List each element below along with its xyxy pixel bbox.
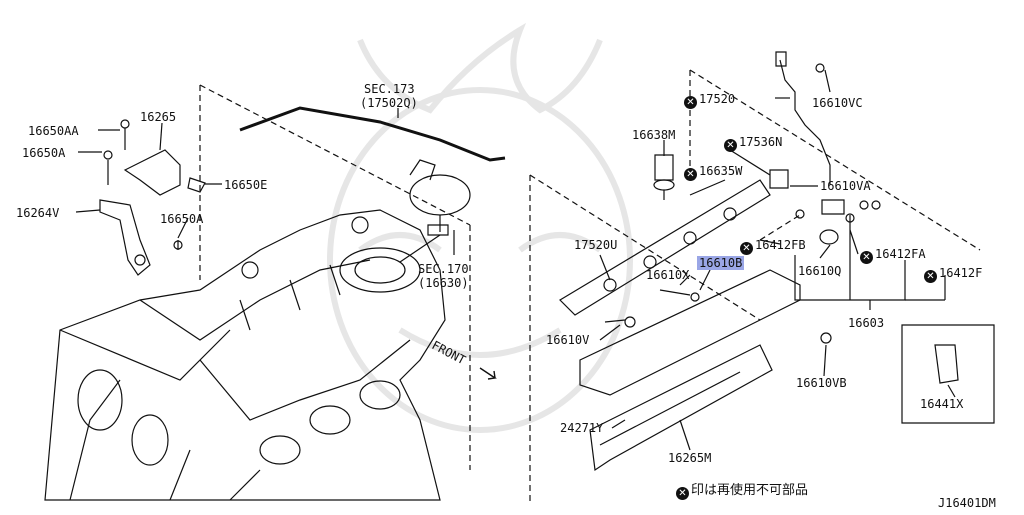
label-sec173: SEC.173 — [364, 82, 415, 96]
non-reusable-marker-icon: ✕ — [860, 251, 873, 264]
label-16650A-bottom: 16650A — [160, 212, 204, 226]
label-16610X: 16610X — [646, 268, 690, 282]
label-16610VA: 16610VA — [820, 179, 871, 193]
bracket-assembly — [100, 120, 205, 275]
label-sec173-ref: (17502Q) — [360, 96, 418, 110]
label-16412FB: ✕16412FB — [740, 238, 806, 255]
label-16650A-top: 16650A — [22, 146, 66, 160]
label-16610Q: 16610Q — [798, 264, 842, 278]
label-16603: 16603 — [848, 316, 885, 330]
label-16412F: ✕16412F — [924, 266, 982, 283]
fuel-rail — [560, 180, 770, 315]
legend-note-text: 印は再使用不可部品 — [691, 483, 809, 498]
label-16638M: 16638M — [632, 128, 676, 142]
non-reusable-marker-icon: ✕ — [684, 168, 697, 181]
label-16264V: 16264V — [16, 206, 60, 220]
pressure-sensor — [654, 155, 674, 200]
non-reusable-marker-icon: ✕ — [684, 96, 697, 109]
label-sec170-ref: (16630) — [418, 276, 469, 290]
sensor-harness — [770, 52, 830, 188]
label-16650AA: 16650AA — [28, 124, 79, 138]
label-16650E: 16650E — [224, 178, 268, 192]
label-16610VC: 16610VC — [812, 96, 863, 110]
non-reusable-marker-icon: ✕ — [724, 139, 737, 152]
watermark-emblem — [330, 30, 630, 430]
label-16412FA: ✕16412FA — [860, 247, 926, 264]
label-16265: 16265 — [140, 110, 177, 124]
diagram-id: J16401DM — [938, 496, 996, 510]
pump-assembly — [410, 160, 470, 235]
heat-shield — [590, 345, 772, 470]
non-reusable-marker-icon: ✕ — [676, 487, 689, 500]
label-16635W: ✕16635W — [684, 164, 742, 181]
engine-block — [45, 210, 445, 500]
legend-note: ✕印は再使用不可部品 — [676, 484, 808, 500]
label-16610V: 16610V — [546, 333, 590, 347]
non-reusable-marker-icon: ✕ — [924, 270, 937, 283]
label-sec170: SEC.170 — [418, 262, 469, 276]
label-24271Y: 24271Y — [560, 421, 604, 435]
label-17520U: 17520U — [574, 238, 618, 252]
injector-parts — [796, 200, 880, 244]
label-16441X: 16441X — [920, 397, 964, 411]
label-16610B-highlighted[interactable]: 16610B — [697, 256, 745, 270]
label-17536N: ✕17536N — [724, 135, 782, 152]
label-16265M: 16265M — [668, 451, 712, 465]
label-16610VB: 16610VB — [796, 376, 847, 390]
inset-box — [902, 325, 994, 423]
non-reusable-marker-icon: ✕ — [740, 242, 753, 255]
label-17520: ✕17520 — [684, 92, 735, 109]
fuel-hose — [240, 108, 505, 160]
